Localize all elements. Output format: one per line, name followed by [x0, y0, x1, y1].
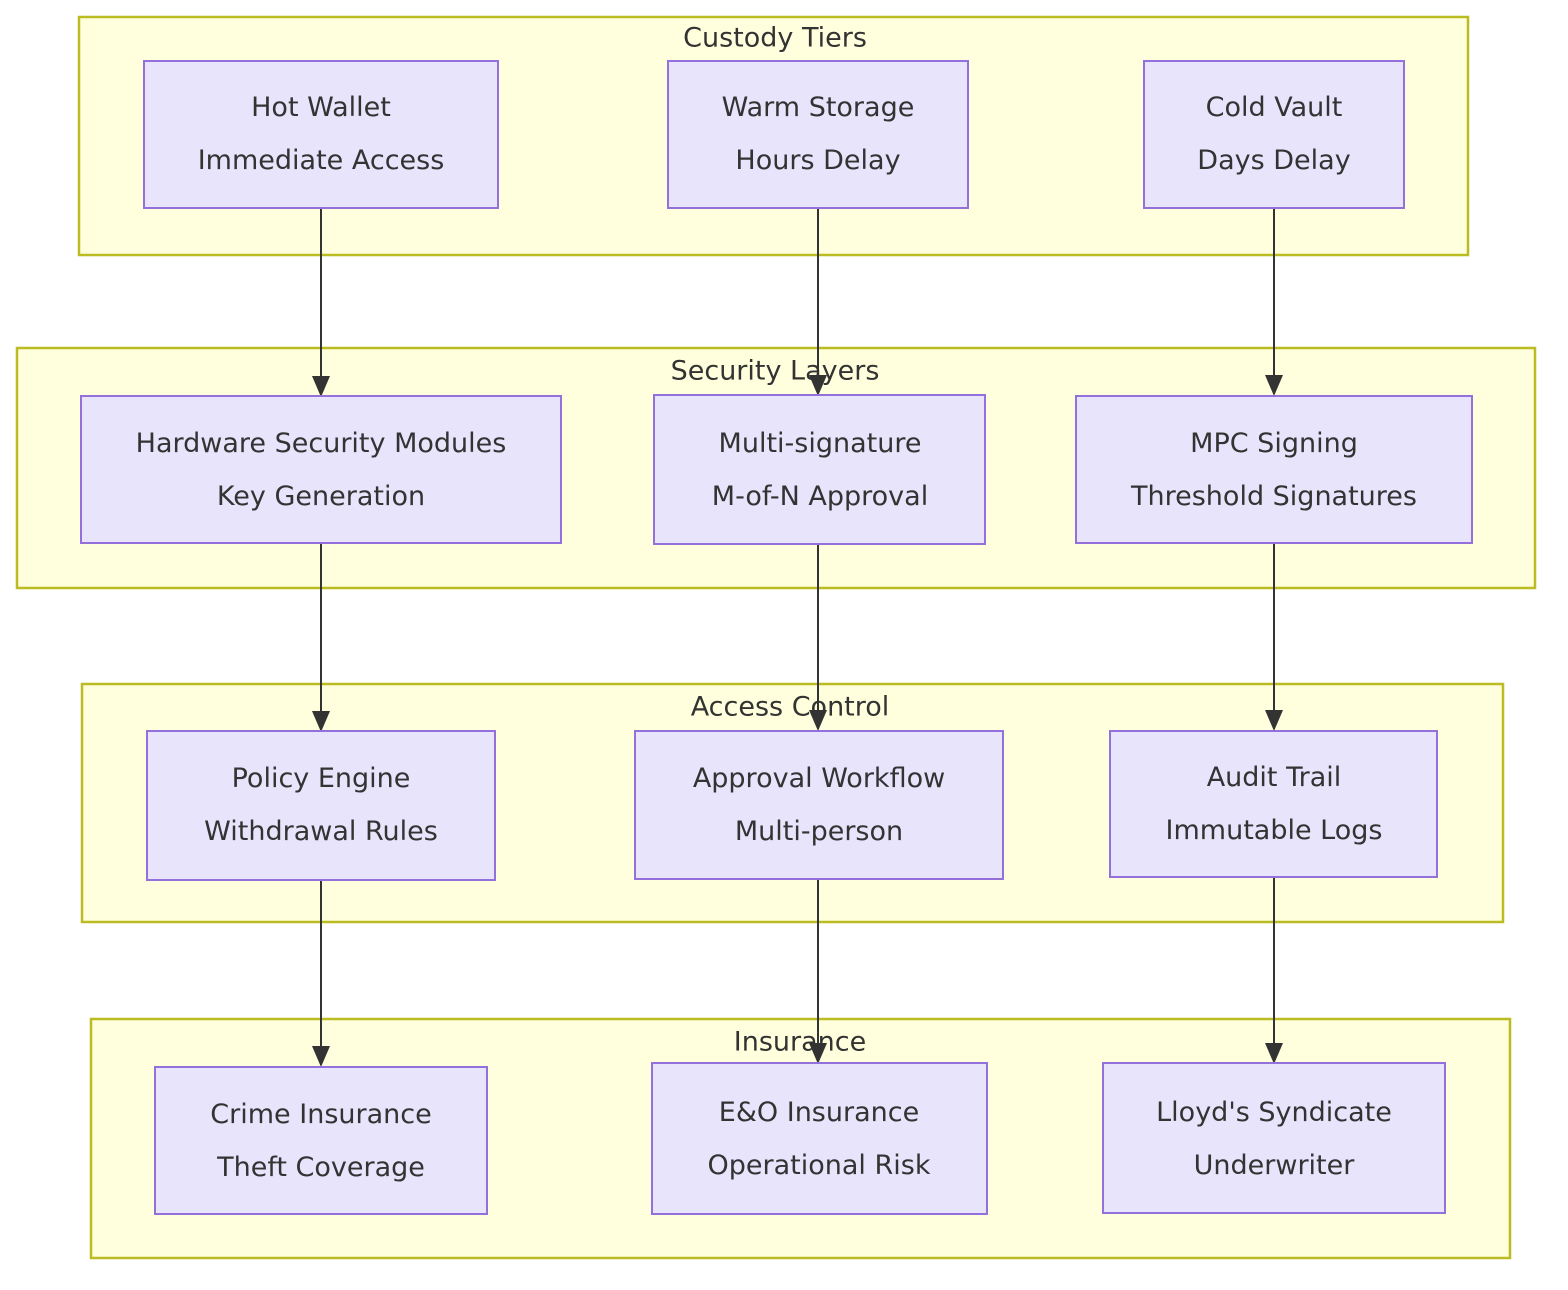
node-line-secondary: Operational Risk: [707, 1150, 931, 1181]
node-label-eo-insurance: E&O Insurance Operational Risk: [708, 1097, 931, 1181]
node-line-secondary: Days Delay: [1197, 145, 1351, 176]
cluster-title-access-control: Access Control: [690, 691, 890, 723]
node-line-primary: Policy Engine: [231, 763, 411, 794]
node-line-primary: E&O Insurance: [718, 1097, 920, 1128]
node-multi-signature[interactable]: [653, 394, 986, 545]
node-label-multi-signature: Multi-signature M-of-N Approval: [712, 428, 928, 512]
node-approval-workflow[interactable]: [634, 730, 1004, 880]
edge-warm-storage-to-multisig: [809, 208, 827, 396]
edge-multisig-to-approval-workflow: [809, 544, 827, 731]
node-label-warm-storage: Warm Storage Hours Delay: [722, 92, 915, 176]
node-line-secondary: Immediate Access: [197, 145, 445, 176]
edge-hsm-to-policy-engine: [312, 543, 330, 732]
node-line-primary: Approval Workflow: [692, 763, 946, 794]
cluster-title-custody-tiers: Custody Tiers: [683, 22, 867, 54]
cluster-title-security-layers: Security Layers: [670, 355, 880, 387]
node-hardware-security-modules[interactable]: [80, 395, 562, 544]
node-label-cold-vault: Cold Vault Days Delay: [1197, 92, 1350, 176]
node-crime-insurance[interactable]: [154, 1066, 488, 1215]
node-label-audit-trail: Audit Trail Immutable Logs: [1166, 762, 1383, 846]
node-eo-insurance[interactable]: [651, 1062, 988, 1215]
node-line-primary: Crime Insurance: [210, 1099, 432, 1130]
edge-policy-engine-to-crime-insurance: [312, 880, 330, 1067]
node-label-mpc-signing: MPC Signing Threshold Signatures: [1131, 428, 1417, 512]
node-lloyds-syndicate[interactable]: [1102, 1062, 1446, 1214]
node-label-approval-workflow: Approval Workflow Multi-person: [693, 763, 945, 847]
node-warm-storage[interactable]: [667, 60, 969, 209]
node-mpc-signing[interactable]: [1075, 395, 1473, 544]
node-line-primary: Audit Trail: [1206, 762, 1342, 793]
edge-hot-wallet-to-hsm: [312, 208, 330, 397]
node-line-secondary: Immutable Logs: [1165, 815, 1383, 846]
node-line-primary: Cold Vault: [1205, 92, 1343, 123]
node-label-crime-insurance: Crime Insurance Theft Coverage: [210, 1099, 431, 1183]
node-line-primary: Hardware Security Modules: [135, 428, 507, 459]
node-line-primary: MPC Signing: [1190, 428, 1358, 459]
node-line-primary: Lloyd's Syndicate: [1156, 1097, 1392, 1128]
node-line-secondary: M-of-N Approval: [711, 481, 929, 512]
node-line-secondary: Key Generation: [216, 481, 426, 512]
cluster-title-insurance: Insurance: [733, 1026, 867, 1058]
node-line-secondary: Hours Delay: [735, 145, 901, 176]
node-label-hot-wallet: Hot Wallet Immediate Access: [198, 92, 445, 176]
node-cold-vault[interactable]: [1143, 60, 1405, 209]
node-policy-engine[interactable]: [146, 730, 496, 881]
node-line-primary: Warm Storage: [721, 92, 915, 123]
node-line-primary: Hot Wallet: [251, 92, 391, 123]
node-line-primary: Multi-signature: [718, 428, 922, 459]
node-line-secondary: Withdrawal Rules: [204, 816, 438, 847]
edge-audit-trail-to-lloyds-syndicate: [1265, 877, 1283, 1064]
node-line-secondary: Underwriter: [1193, 1150, 1355, 1181]
node-line-secondary: Threshold Signatures: [1131, 481, 1417, 512]
edge-mpc-signing-to-audit-trail: [1265, 543, 1283, 731]
node-line-secondary: Multi-person: [734, 816, 904, 847]
edge-approval-workflow-to-eo-insurance: [809, 879, 827, 1064]
edge-cold-vault-to-mpc-signing: [1265, 208, 1283, 396]
node-label-lloyds-syndicate: Lloyd's Syndicate Underwriter: [1156, 1097, 1392, 1181]
node-hot-wallet[interactable]: [143, 60, 499, 209]
node-label-policy-engine: Policy Engine Withdrawal Rules: [204, 763, 438, 847]
node-audit-trail[interactable]: [1109, 730, 1438, 878]
node-line-secondary: Theft Coverage: [217, 1152, 425, 1183]
node-label-hardware-security-modules: Hardware Security Modules Key Generation: [136, 428, 507, 512]
